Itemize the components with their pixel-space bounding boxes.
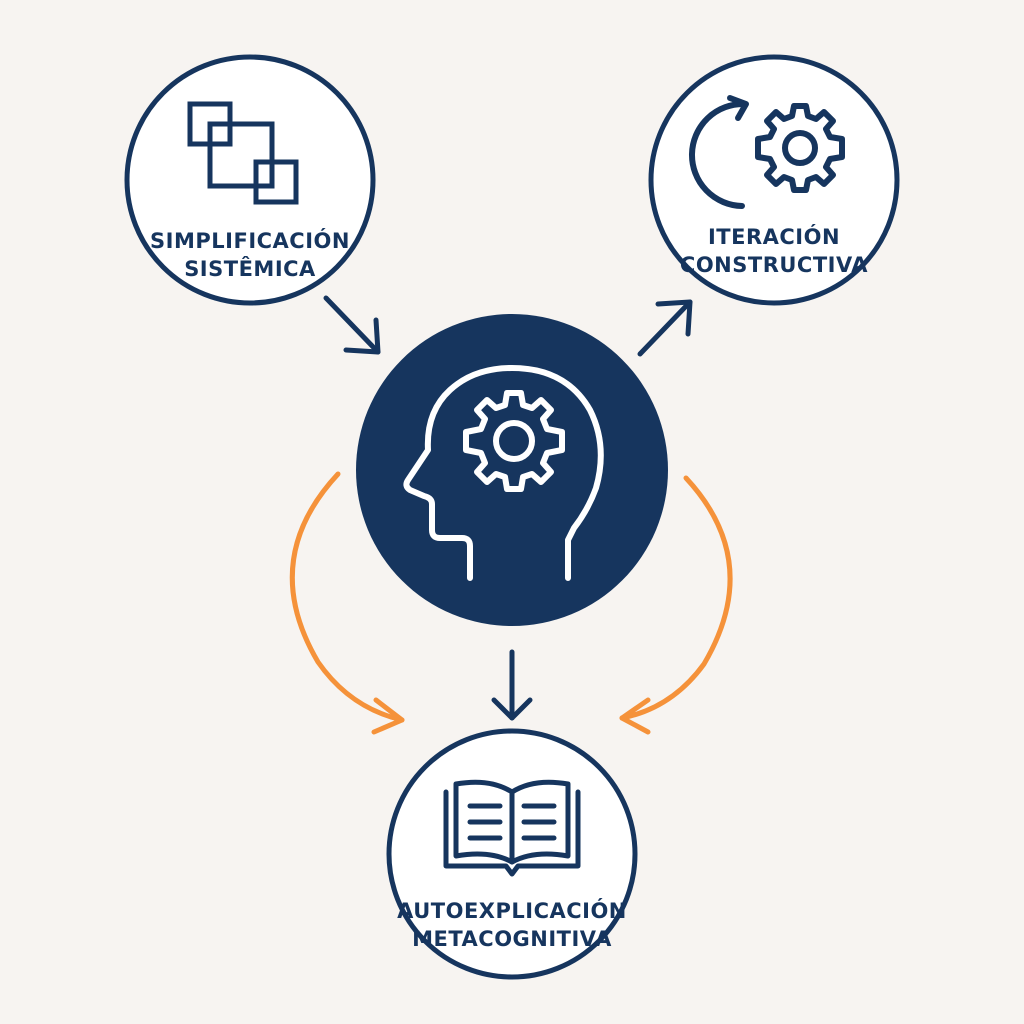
arrow-central-to-iteracion <box>637 299 693 357</box>
node-central <box>356 314 668 626</box>
cycle-gear-icon <box>689 95 845 209</box>
arrow-central-to-autoexplicacion <box>491 649 533 721</box>
node-simplificacion-line1: SIMPLIFICACIÓN <box>150 228 350 253</box>
node-simplificacion: SIMPLIFICACIÓN SISTÊMICA <box>124 54 376 306</box>
node-autoexplicacion-line1: AUTOEXPLICACIÓN <box>397 898 627 923</box>
node-iteracion-line2: CONSTRUCTIVA <box>680 253 868 277</box>
overlapping-squares-icon <box>187 101 299 205</box>
node-autoexplicacion-line2: METACOGNITIVA <box>412 927 612 951</box>
arrow-orange-right <box>619 475 733 735</box>
arrow-simplificacion-to-central <box>323 295 381 355</box>
arrow-orange-left <box>289 471 405 735</box>
head-gear-icon <box>403 365 604 581</box>
node-autoexplicacion: AUTOEXPLICACIÓN METACOGNITIVA <box>386 728 638 980</box>
open-book-icon <box>443 779 581 877</box>
node-iteracion-line1: ITERACIÓN <box>708 224 840 249</box>
node-iteracion: ITERACIÓN CONSTRUCTIVA <box>648 54 900 306</box>
node-simplificacion-line2: SISTÊMICA <box>184 256 316 281</box>
